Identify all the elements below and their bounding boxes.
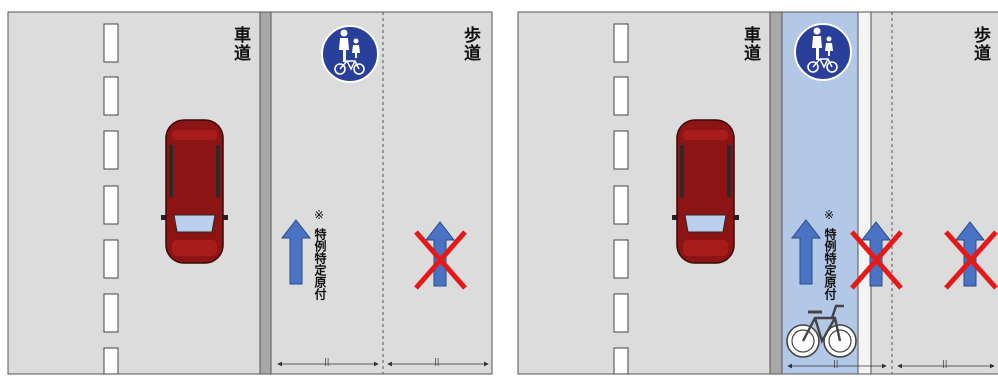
prohibited-arrow-icon xyxy=(850,221,903,290)
up-arrow-icon xyxy=(280,219,312,285)
up-arrow-icon xyxy=(790,219,822,285)
dimension-mark: || xyxy=(434,357,440,366)
road-surface xyxy=(517,11,998,375)
lane-dashes xyxy=(613,23,629,375)
sidewalk-label: 歩道 xyxy=(460,26,480,62)
left-diagram xyxy=(7,11,493,375)
vehicle-label: 特例特定原付 xyxy=(313,228,327,300)
curb xyxy=(769,11,783,375)
bicycle-icon xyxy=(786,304,857,358)
note-mark: ※ xyxy=(314,208,325,222)
dimension-mark: || xyxy=(942,359,948,368)
car xyxy=(672,119,739,264)
curb xyxy=(259,11,272,375)
lane-dashes xyxy=(103,23,119,375)
diagram-panel-left: 車道 歩道 ※ 特例特定原付 || || xyxy=(0,0,497,377)
diagram-panel-right: 車道 歩道 ※ 特例特定原付 || || xyxy=(510,0,998,377)
pedestrian-bicycle-sign-icon xyxy=(321,25,379,83)
roadway-label: 車道 xyxy=(230,26,250,62)
lane-separator xyxy=(857,11,872,375)
road-surface xyxy=(7,11,493,375)
prohibited-arrow-icon xyxy=(944,221,998,290)
dimension-mark: || xyxy=(833,359,839,368)
dimension-mark: || xyxy=(324,357,330,366)
pedestrian-bicycle-sign-icon xyxy=(794,23,852,81)
roadway-label: 車道 xyxy=(740,26,760,62)
prohibited-arrow-icon xyxy=(414,221,467,290)
car xyxy=(161,119,228,264)
vehicle-label: 特例特定原付 xyxy=(823,228,837,300)
right-diagram xyxy=(517,11,998,375)
sidewalk-label: 歩道 xyxy=(970,26,990,62)
note-mark: ※ xyxy=(824,208,835,222)
